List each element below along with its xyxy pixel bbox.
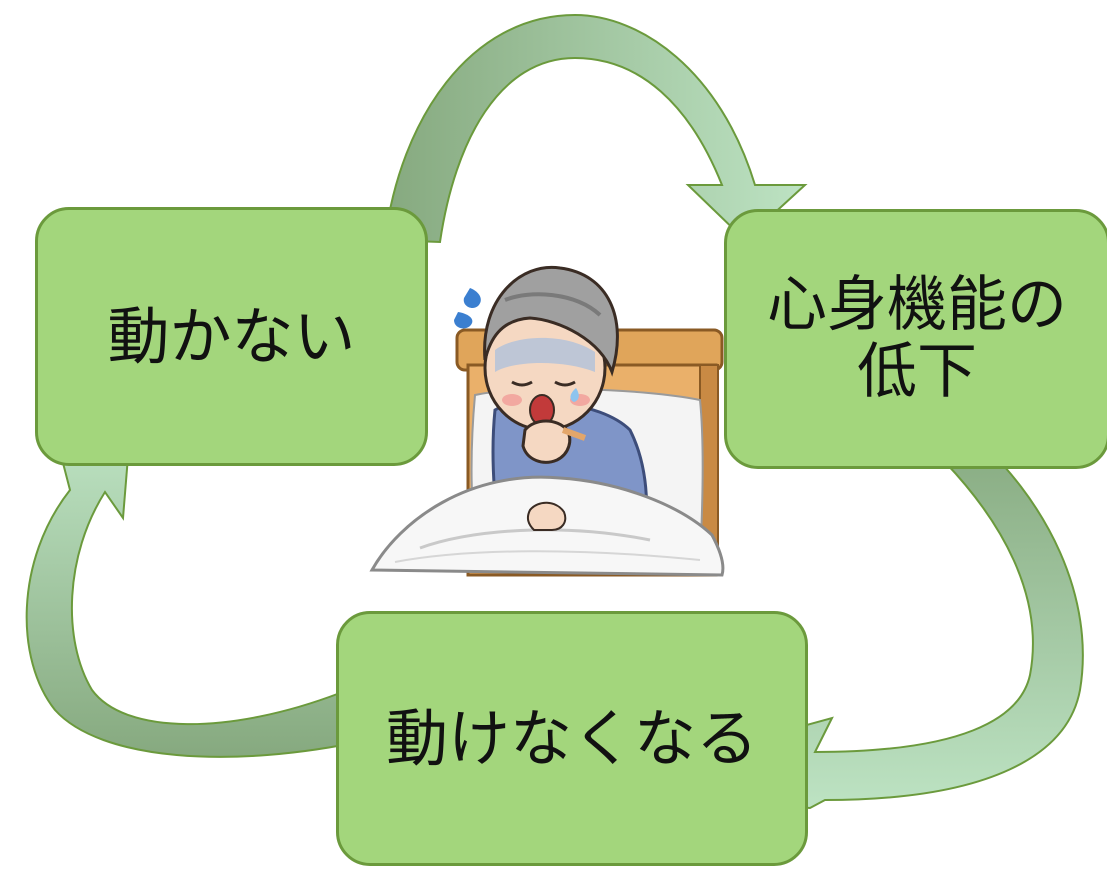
sweat-drop-icon [454,312,473,329]
arrow-left-to-right [383,13,808,244]
hand-on-blanket [526,501,567,531]
node-bottom: 動けなくなる [336,611,808,866]
node-left: 動かない [35,207,428,466]
node-right: 心身機能の 低下 [724,209,1107,469]
node-right-label-line2: 低下 [857,337,977,407]
hand [521,419,572,464]
node-right-text: 心身機能の 低下 [767,269,1067,407]
node-left-label: 動かない [107,299,356,373]
node-bottom-label: 動けなくなる [385,701,758,775]
sweat-drop-icon [570,388,579,402]
node-right-label-line1: 心身機能の [767,269,1067,340]
sweat-drop-icon [463,288,481,309]
